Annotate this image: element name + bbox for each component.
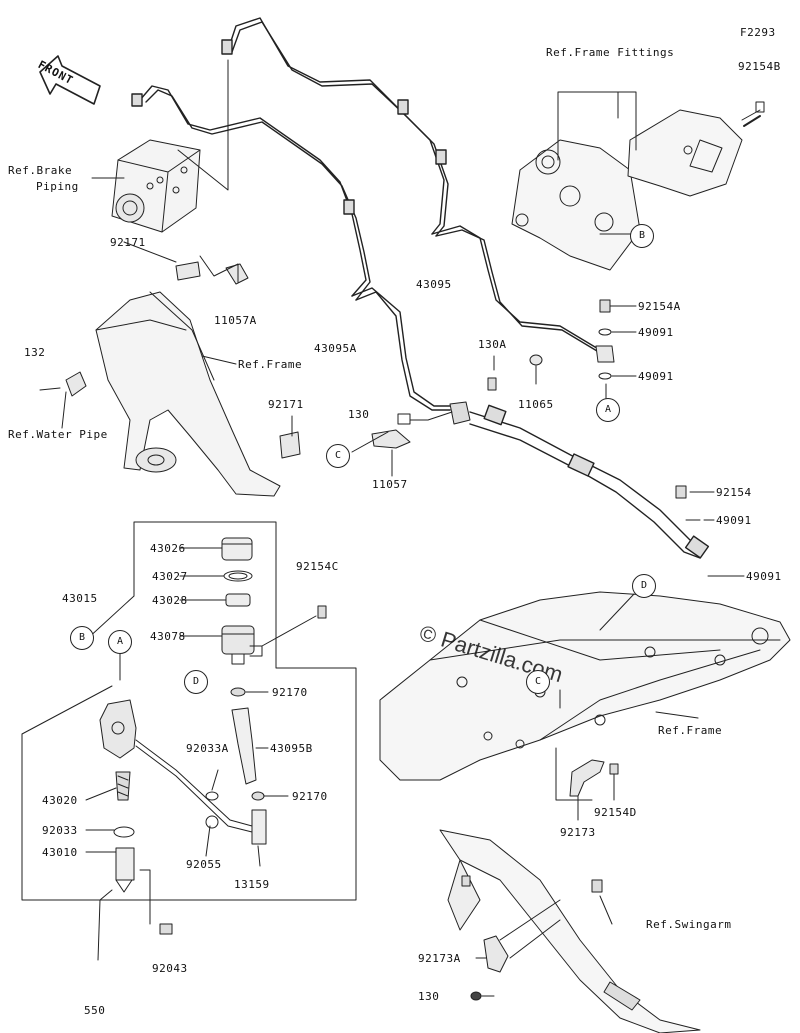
part-92154A: 92154A	[638, 300, 681, 313]
part-550: 550	[84, 1004, 106, 1017]
part-43095: 43095	[416, 278, 452, 291]
part-43020: 43020	[42, 794, 78, 807]
part-43026: 43026	[150, 542, 186, 555]
bracket-11057-illustration	[351, 354, 543, 477]
part-130A: 130A	[478, 338, 507, 351]
part-43015: 43015	[62, 592, 98, 605]
ref-swingarm-label: Ref.Swingarm	[646, 918, 732, 931]
part-49091-a: 49091	[638, 326, 674, 339]
ref-frame-left-label: Ref.Frame	[238, 358, 303, 371]
part-132: 132	[24, 346, 46, 359]
bracket-92173A-illustration	[470, 895, 613, 1001]
ref-water-pipe-label: Ref.Water Pipe	[8, 428, 108, 441]
part-92055: 92055	[186, 858, 222, 871]
part-11065: 11065	[518, 398, 554, 411]
part-11057A: 11057A	[214, 314, 257, 327]
swingarm-illustration	[439, 829, 701, 1033]
diagram-code: F2293	[740, 26, 776, 39]
part-49091-d: 49091	[746, 570, 782, 583]
ref-brake-piping-label: Ref.Brake	[8, 164, 73, 177]
part-43027: 43027	[152, 570, 188, 583]
part-43010: 43010	[42, 846, 78, 859]
callout-b-top: B	[630, 224, 654, 248]
ref-frame-right-label: Ref.Frame	[658, 724, 723, 737]
part-43095A: 43095A	[314, 342, 357, 355]
leaders-right-frame	[555, 593, 699, 801]
frame-left-illustration	[65, 261, 301, 497]
part-43028: 43028	[152, 594, 188, 607]
part-130: 130	[348, 408, 370, 421]
part-130-bottom: 130	[418, 990, 440, 1003]
part-92154: 92154	[716, 486, 752, 499]
part-92033: 92033	[42, 824, 78, 837]
brake-line-43095	[431, 225, 603, 355]
abs-unit-illustration	[111, 139, 201, 233]
leaders-left	[39, 241, 293, 437]
callout-a-left: A	[108, 630, 132, 654]
part-92033A: 92033A	[186, 742, 229, 755]
part-92043: 92043	[152, 962, 188, 975]
callout-d-reservoir: D	[184, 670, 208, 694]
reservoir-parts-illustration	[221, 537, 327, 845]
bracket-92173-illustration	[569, 759, 619, 821]
ref-frame-fittings-label: Ref.Frame Fittings	[546, 46, 675, 59]
part-49091-c: 49091	[716, 514, 752, 527]
part-92154C: 92154C	[296, 560, 339, 573]
frame-right-illustration	[379, 591, 791, 781]
part-92154B: 92154B	[738, 60, 781, 73]
leader-abs-to-line	[177, 59, 229, 191]
brake-hose-rear	[469, 404, 710, 559]
part-92173A: 92173A	[418, 952, 461, 965]
callout-c-frame: C	[526, 670, 550, 694]
part-13159: 13159	[234, 878, 270, 891]
part-49091-b: 49091	[638, 370, 674, 383]
callout-b-left: B	[70, 626, 94, 650]
frame-fittings-illustration	[511, 101, 765, 271]
reservoir-group-box	[21, 521, 357, 901]
part-92171-mid: 92171	[268, 398, 304, 411]
part-11057: 11057	[372, 478, 408, 491]
ref-brake-piping-label-2: Piping	[36, 180, 79, 193]
part-43078: 43078	[150, 630, 186, 643]
part-92154D: 92154D	[594, 806, 637, 819]
callout-a-right: A	[596, 398, 620, 422]
part-92171-top: 92171	[110, 236, 146, 249]
part-92170-a: 92170	[272, 686, 308, 699]
banjo-stack-lower	[675, 485, 745, 577]
banjo-stack-upper	[595, 299, 637, 399]
brake-line-main	[131, 17, 449, 301]
brake-line-43095A	[351, 287, 453, 411]
callout-c-middle: C	[326, 444, 350, 468]
master-cylinder-illustration	[97, 699, 253, 961]
front-arrow-icon	[39, 55, 101, 105]
part-92173: 92173	[560, 826, 596, 839]
part-92170-b: 92170	[292, 790, 328, 803]
leaders-reservoir	[85, 547, 289, 925]
callout-d-right: D	[632, 574, 656, 598]
part-43095B: 43095B	[270, 742, 313, 755]
